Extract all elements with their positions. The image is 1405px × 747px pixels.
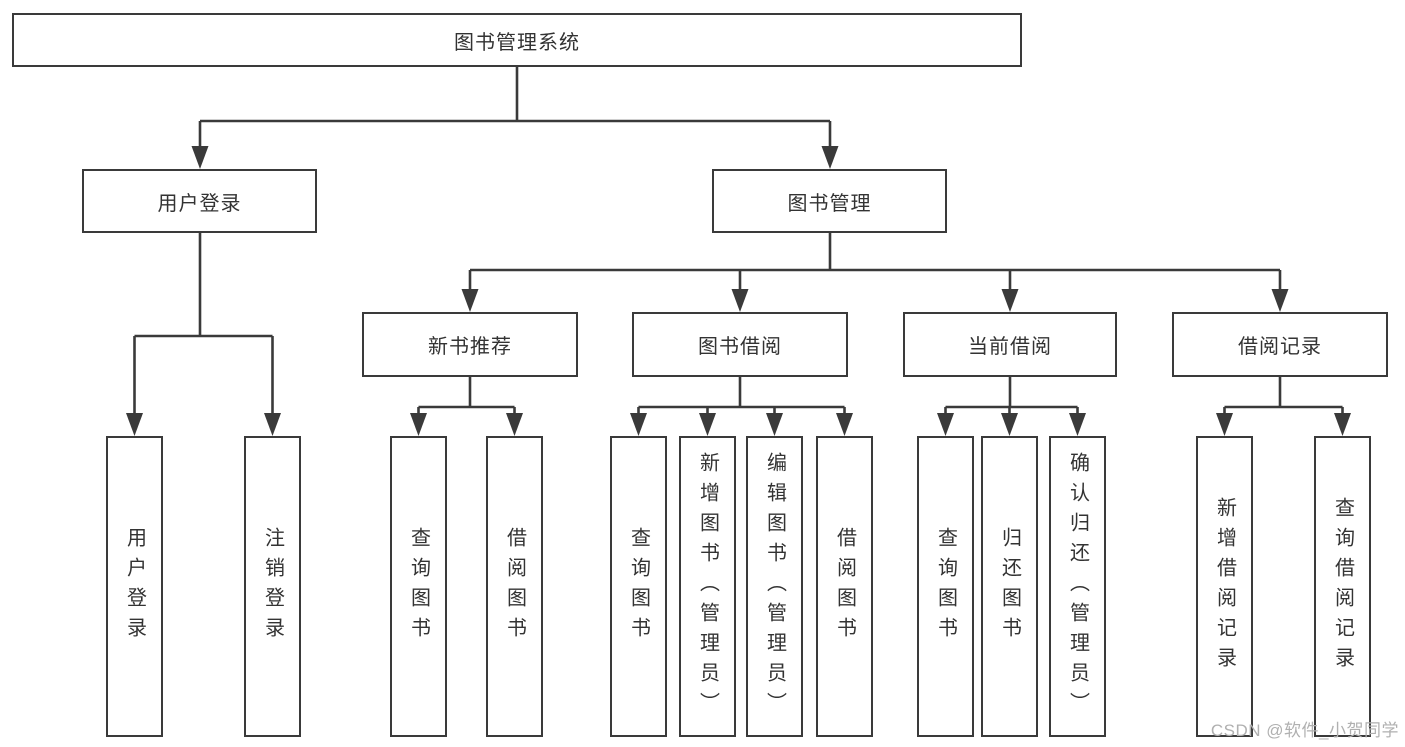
node-library-management-system: 图书管理系统 (12, 13, 1022, 67)
leaf-bb-edit-books-admin: 编辑图书（管理员） (746, 436, 803, 737)
node-current-borrowing: 当前借阅 (903, 312, 1117, 377)
leaf-nb-borrow-books: 借阅图书 (486, 436, 543, 737)
watermark: CSDN @软件_小贺同学 (1210, 721, 1399, 740)
leaf-logout: 注销登录 (244, 436, 301, 737)
leaf-bb-query-books: 查询图书 (610, 436, 667, 737)
leaf-br-add-record: 新增借阅记录 (1196, 436, 1253, 737)
node-book-management: 图书管理 (712, 169, 947, 233)
leaf-user-login: 用户登录 (106, 436, 163, 737)
leaf-bb-borrow-books: 借阅图书 (816, 436, 873, 737)
leaf-bb-add-books-admin: 新增图书（管理员） (679, 436, 736, 737)
node-book-borrowing: 图书借阅 (632, 312, 848, 377)
leaf-cb-query-books: 查询图书 (917, 436, 974, 737)
node-new-book-recommend: 新书推荐 (362, 312, 578, 377)
leaf-nb-query-books: 查询图书 (390, 436, 447, 737)
node-user-login: 用户登录 (82, 169, 317, 233)
leaf-cb-confirm-return-admin: 确认归还（管理员） (1049, 436, 1106, 737)
leaf-cb-return-books: 归还图书 (981, 436, 1038, 737)
leaf-br-query-record: 查询借阅记录 (1314, 436, 1371, 737)
node-borrowing-records: 借阅记录 (1172, 312, 1388, 377)
